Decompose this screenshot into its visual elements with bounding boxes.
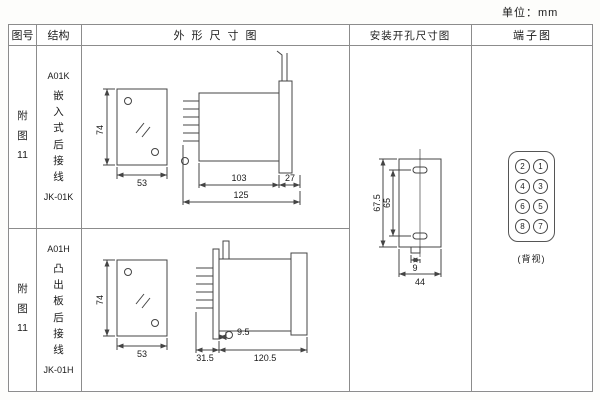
unit-label: 单位：mm [502,7,559,19]
row-divider [9,228,349,229]
dimension-lines [103,88,301,205]
dim-height-inner-label: 65 [382,198,392,208]
dim-rear-length-label: 120.5 [254,353,277,363]
header-terminal: 端子图 [513,30,552,42]
terminal-circle: 8 [515,219,530,234]
terminal-circle: 1 [533,159,548,174]
dim-front-height-label: 74 [95,125,105,135]
column-divider [81,25,82,391]
rear-view-note: (背视) [517,254,546,264]
terminal-circle: 5 [533,199,548,214]
front-view-outline [116,88,168,166]
dim-slot-offset-label: 9 [412,263,417,273]
structure-label: 嵌 入 式 后 接 线 [53,89,64,184]
header-structure: 结构 [47,30,70,42]
header-fig-no: 图号 [11,30,34,42]
dim-width-label: 44 [415,277,425,287]
fig-no-label: 附 图 11 [17,109,28,162]
dim-body-length-label: 103 [231,173,246,183]
dim-front-width-label: 53 [137,178,147,188]
column-divider [349,25,350,391]
terminal-circle: 2 [515,159,530,174]
terminal-circle: 3 [533,179,548,194]
outline-drawing-jk01k: 74 53 103 27 125 [95,50,301,205]
terminal-circle: 6 [515,199,530,214]
side-view-outline [196,240,308,340]
mounting-hole-drawing: 67.5 65 9 44 [372,149,442,287]
terminal-diagram: 2 1 4 3 6 5 8 7 (背视) [471,45,592,391]
dimension-lines [103,259,308,353]
model-code-label: JK-01H [43,365,74,376]
front-view-outline [116,259,168,337]
dim-front-height-label: 74 [95,295,105,305]
model-type-label: A01H [47,243,70,254]
structure-cell-row1: A01K 嵌 入 式 后 接 线 JK-01K [36,45,81,228]
header-outline: 外形尺寸图 [173,30,264,42]
terminal-block: 2 1 4 3 6 5 8 7 [508,151,555,242]
column-divider [36,25,37,391]
fig-no-cell-row2: 附 图 11 [9,228,36,391]
dim-height-outer-label: 67.5 [372,194,382,212]
model-type-label: A01K [47,70,70,81]
outline-drawing-jk01h: 74 53 9.5 31.5 120.5 [95,240,308,363]
dimension-table: 图号 结构 外形尺寸图 安装开孔尺寸图 端子图 附 图 11 A01K 嵌 入 … [8,24,593,392]
dim-front-width-label: 53 [137,349,147,359]
dimension-lines [379,158,442,277]
terminal-circle: 4 [515,179,530,194]
cutout-outline [398,149,442,257]
dim-flange-depth-label: 27 [285,173,295,183]
model-code-label: JK-01K [43,192,74,203]
structure-label: 凸 出 板 后 接 线 [53,262,64,357]
dim-total-length-label: 125 [233,190,248,200]
header-divider [9,45,592,46]
terminal-circle: 7 [533,219,548,234]
dim-front-depth-label: 31.5 [196,353,214,363]
fig-no-cell-row1: 附 图 11 [9,45,36,228]
structure-cell-row2: A01H 凸 出 板 后 接 线 JK-01H [36,228,81,391]
fig-no-label: 附 图 11 [17,282,28,335]
header-mounting: 安装开孔尺寸图 [369,29,451,42]
side-view-outline [181,50,293,174]
column-divider [471,25,472,391]
dim-panel-gap-label: 9.5 [237,327,250,337]
